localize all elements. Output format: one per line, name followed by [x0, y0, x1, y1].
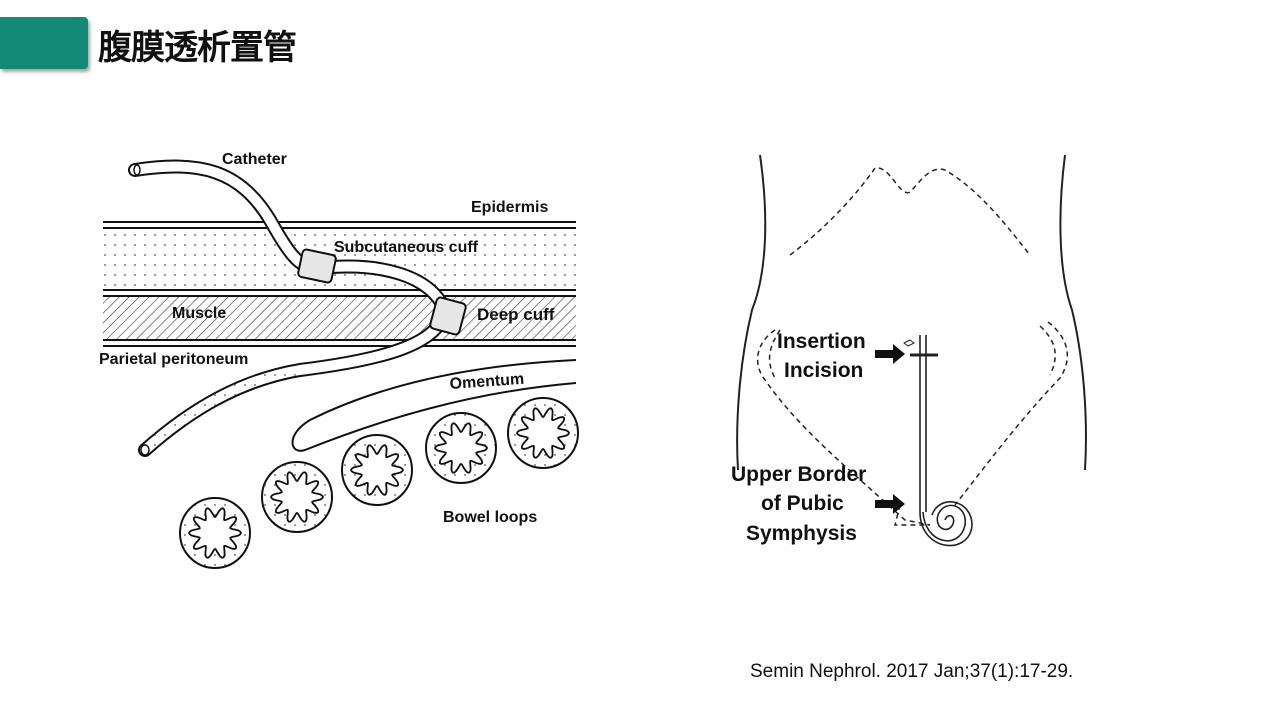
subcutaneous-cuff [297, 248, 337, 284]
catheter [910, 335, 973, 547]
muscle-layer [103, 296, 576, 340]
bowel-lumen [515, 407, 571, 459]
label-insertion: Insertion [777, 330, 866, 353]
catheter-placement-abdomen: Insertion Incision Upper Border of Pubic… [731, 154, 1087, 547]
label-symphysis: Symphysis [746, 522, 857, 545]
label-omentum: Omentum [449, 371, 525, 393]
bowel-lumen [269, 471, 325, 523]
label-epidermis: Epidermis [471, 199, 548, 216]
incision-mark [903, 339, 915, 347]
title-accent-bar [0, 17, 88, 69]
insertion-arrow-icon [875, 344, 905, 364]
pubic-arrow-icon [875, 494, 905, 514]
bowel-lumen [187, 507, 243, 559]
catheter-tip [140, 444, 150, 456]
bowel-lumen [349, 444, 405, 496]
label-muscle: Muscle [172, 305, 226, 322]
bowel-loops [179, 397, 579, 569]
bowel-lumen [433, 422, 489, 474]
tissue-layer-lines [103, 221, 576, 347]
citation: Semin Nephrol. 2017 Jan;37(1):17-29. [750, 661, 1074, 682]
label-deep-cuff: Deep cuff [477, 305, 555, 324]
label-of-pubic: of Pubic [761, 492, 844, 515]
rib-cage-outline [789, 167, 1031, 256]
body-outline [736, 154, 1087, 471]
omentum [291, 359, 577, 452]
label-upper-border: Upper Border [731, 463, 866, 486]
peritoneal-catheter-cross-section: Catheter Epidermis Subcutaneous cuff Mus… [99, 151, 579, 569]
subcutaneous-layer [103, 228, 576, 290]
label-parietal-peritoneum: Parietal peritoneum [99, 351, 248, 368]
label-bowel-loops: Bowel loops [443, 509, 537, 526]
pelvis-outline [756, 321, 1069, 526]
label-subcutaneous-cuff: Subcutaneous cuff [334, 239, 479, 256]
deep-cuff [429, 296, 467, 336]
slide-title: 腹膜透析置管 [98, 28, 297, 68]
label-incision: Incision [784, 359, 863, 382]
label-catheter: Catheter [222, 151, 287, 168]
catheter-end [133, 164, 141, 176]
